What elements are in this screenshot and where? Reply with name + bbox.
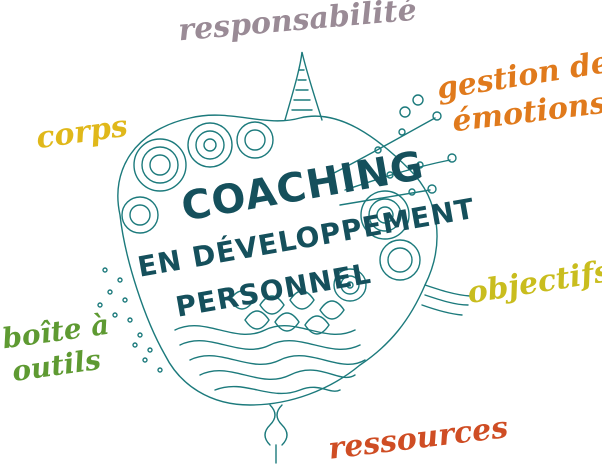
leaf-pattern <box>229 290 345 335</box>
flame-hatch <box>284 51 323 121</box>
dot-spray <box>97 267 163 373</box>
flower-sprig <box>329 94 457 206</box>
swirl-pattern <box>121 121 421 302</box>
braid-tail <box>264 404 288 464</box>
wave-pattern <box>174 325 366 395</box>
whisk-lines <box>421 284 471 316</box>
